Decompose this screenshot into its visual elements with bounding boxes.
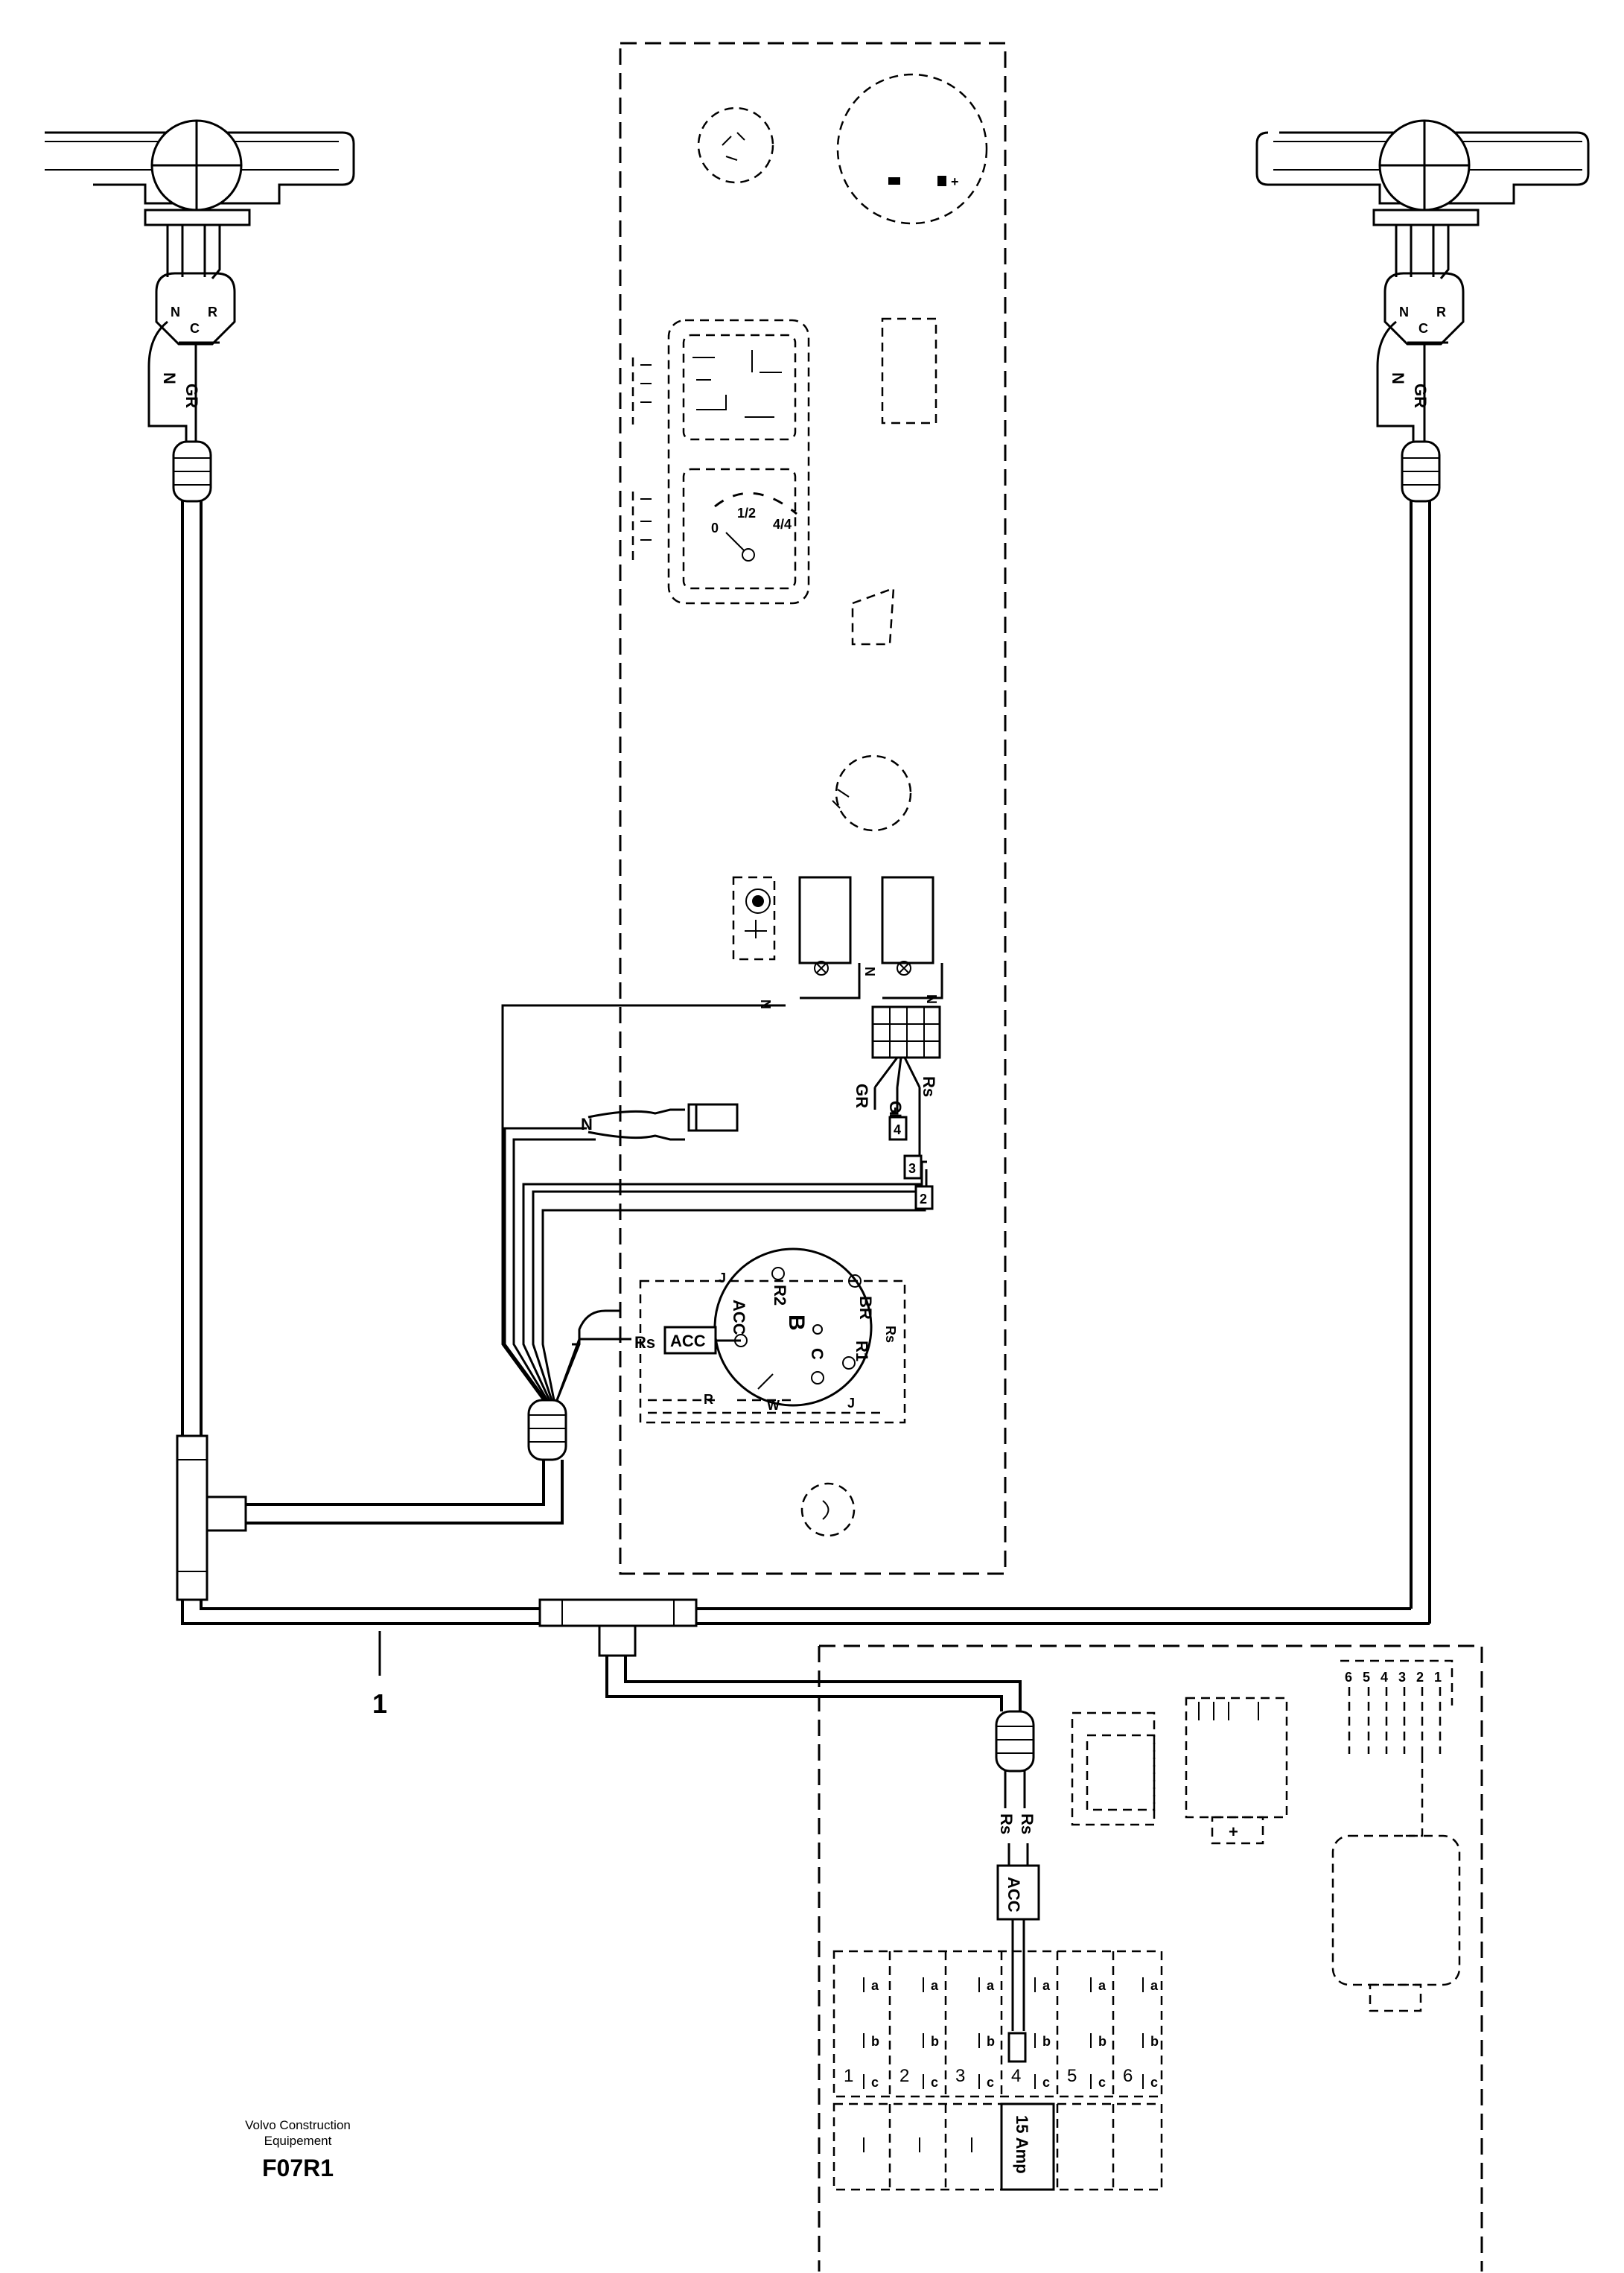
- fuse-wire-rs-right-label: Rs: [1018, 1813, 1037, 1834]
- rocker-switches: N N N: [732, 876, 943, 1009]
- ign-br-label: BR: [856, 1296, 875, 1320]
- relay-pin-4: 4: [1381, 1670, 1388, 1685]
- pin-4-label: 4: [894, 1122, 901, 1137]
- callout-1: 1: [372, 1631, 387, 1719]
- relay-pin-6: 6: [1345, 1670, 1352, 1685]
- right-lamp-wiring: N GR: [1376, 320, 1441, 1624]
- fuse-position-3: 3: [955, 2066, 965, 2086]
- fuse4-contact-b: b: [1042, 2034, 1051, 2049]
- ignition-switch: R2 BR R1 C B ACC J Rs R W J ACC Rs: [555, 1247, 906, 1424]
- ign-c-label: C: [808, 1348, 827, 1360]
- dashboard-wiring: N: [501, 1004, 928, 1461]
- ign-acc-label: ACC: [730, 1300, 748, 1335]
- fuse2-contact-a: a: [931, 1978, 939, 1993]
- ign-rs-label: Rs: [634, 1333, 655, 1352]
- fuse6-contact-a: a: [1150, 1978, 1159, 1993]
- right-lamp-wire-n-label: N: [1389, 372, 1407, 384]
- left-work-lamp: N R C: [45, 119, 355, 346]
- fuse3-contact-c: c: [987, 2075, 994, 2090]
- fuse-relay-panel: + 6 5 4 3 2 1 a a a a a a b b b b b b c …: [818, 1644, 1483, 2272]
- fuse-position-6: 6: [1123, 2066, 1133, 2086]
- connector-wire-gr-label: GR: [853, 1084, 871, 1108]
- pin-2-label: 2: [920, 1192, 927, 1207]
- switch1-wire-n-label: N: [758, 999, 773, 1009]
- pin-3-label: 3: [908, 1161, 916, 1176]
- right-lamp-wire-gr-label: GR: [1411, 384, 1430, 408]
- left-lamp-wire-gr-label: GR: [182, 384, 201, 408]
- fuse5-contact-a: a: [1098, 1978, 1106, 1993]
- dashboard-panel: + 0 1/2 4/4: [619, 42, 1007, 1575]
- fuse5-contact-c: c: [1098, 2075, 1106, 2090]
- ign-r2-label: R2: [771, 1285, 789, 1306]
- ign-j-bottom-label: J: [847, 1396, 855, 1411]
- fuse6-contact-b: b: [1150, 2034, 1159, 2049]
- main-harness: [176, 1434, 1430, 1808]
- connector-wire-rs-label: Rs: [920, 1076, 938, 1097]
- switch-connector: GR GR Rs 4 3 2: [853, 1005, 941, 1210]
- ign-r1-label: R1: [853, 1341, 871, 1361]
- ign-w-bottom-label: W: [767, 1398, 780, 1413]
- fuse2-contact-b: b: [931, 2034, 939, 2049]
- fuse3-contact-a: a: [987, 1978, 995, 1993]
- fuse4-contact-c: c: [1042, 2075, 1050, 2090]
- left-lamp-wiring: N GR: [147, 320, 212, 1436]
- ign-acc-box-label: ACC: [670, 1332, 706, 1350]
- right-lamp-n-terminal-label: N: [1399, 305, 1409, 320]
- ign-j-label: J: [719, 1271, 726, 1285]
- figure-code: F07R1: [261, 2155, 334, 2181]
- fuse5-contact-b: b: [1098, 2034, 1106, 2049]
- lamp-n-terminal-label: N: [171, 305, 180, 320]
- svg-text:+: +: [951, 174, 959, 189]
- fuse2-contact-c: c: [931, 2075, 938, 2090]
- fuse-position-1: 1: [844, 2066, 853, 2086]
- fuse-position-5: 5: [1067, 2066, 1077, 2086]
- fuse1-contact-b: b: [871, 2034, 879, 2049]
- fuse-position-2: 2: [899, 2066, 909, 2086]
- relay-pin-1: 1: [1434, 1670, 1442, 1685]
- right-lamp-r-terminal-label: R: [1436, 305, 1446, 320]
- switch2-wire-n-label: N: [862, 967, 877, 976]
- ign-b-label: B: [784, 1314, 809, 1331]
- ign-rs-side-label: Rs: [883, 1326, 898, 1343]
- brand-line-1: Volvo Construction: [245, 2118, 351, 2132]
- relay-pin-3: 3: [1398, 1670, 1406, 1685]
- fuse-rating-label: 15 Amp: [1013, 2115, 1031, 2174]
- fuse-acc-label: ACC: [1004, 1877, 1023, 1913]
- gauge-empty-label: 0: [711, 521, 719, 535]
- left-lamp-wire-n-label: N: [160, 372, 179, 384]
- plus-glyph: +: [1229, 1822, 1238, 1841]
- fuse1-contact-c: c: [871, 2075, 879, 2090]
- horn-wire-n-label: N: [581, 1115, 593, 1134]
- right-lamp-c-terminal-label: C: [1418, 321, 1428, 336]
- lamp-r-terminal-label: R: [208, 305, 217, 320]
- gauge-half-label: 1/2: [737, 506, 756, 521]
- right-work-lamp: N R C: [1255, 119, 1590, 346]
- switch3-wire-n-label: N: [924, 994, 939, 1004]
- fuse6-contact-c: c: [1150, 2075, 1158, 2090]
- fuse-position-4: 4: [1011, 2066, 1021, 2086]
- fuse1-contact-a: a: [871, 1978, 879, 1993]
- brand-line-2: Equipement: [264, 2134, 332, 2148]
- fuse4-contact-a: a: [1042, 1978, 1051, 1993]
- fuse-wire-rs-left-label: Rs: [997, 1813, 1016, 1834]
- lamp-c-terminal-label: C: [190, 321, 200, 336]
- footer-caption: Volvo Construction Equipement F07R1: [186, 2117, 410, 2182]
- fuse3-contact-b: b: [987, 2034, 995, 2049]
- relay-pin-2: 2: [1416, 1670, 1424, 1685]
- callout-number: 1: [372, 1688, 387, 1719]
- gauge-full-label: 4/4: [773, 517, 792, 532]
- relay-pin-5: 5: [1363, 1670, 1370, 1685]
